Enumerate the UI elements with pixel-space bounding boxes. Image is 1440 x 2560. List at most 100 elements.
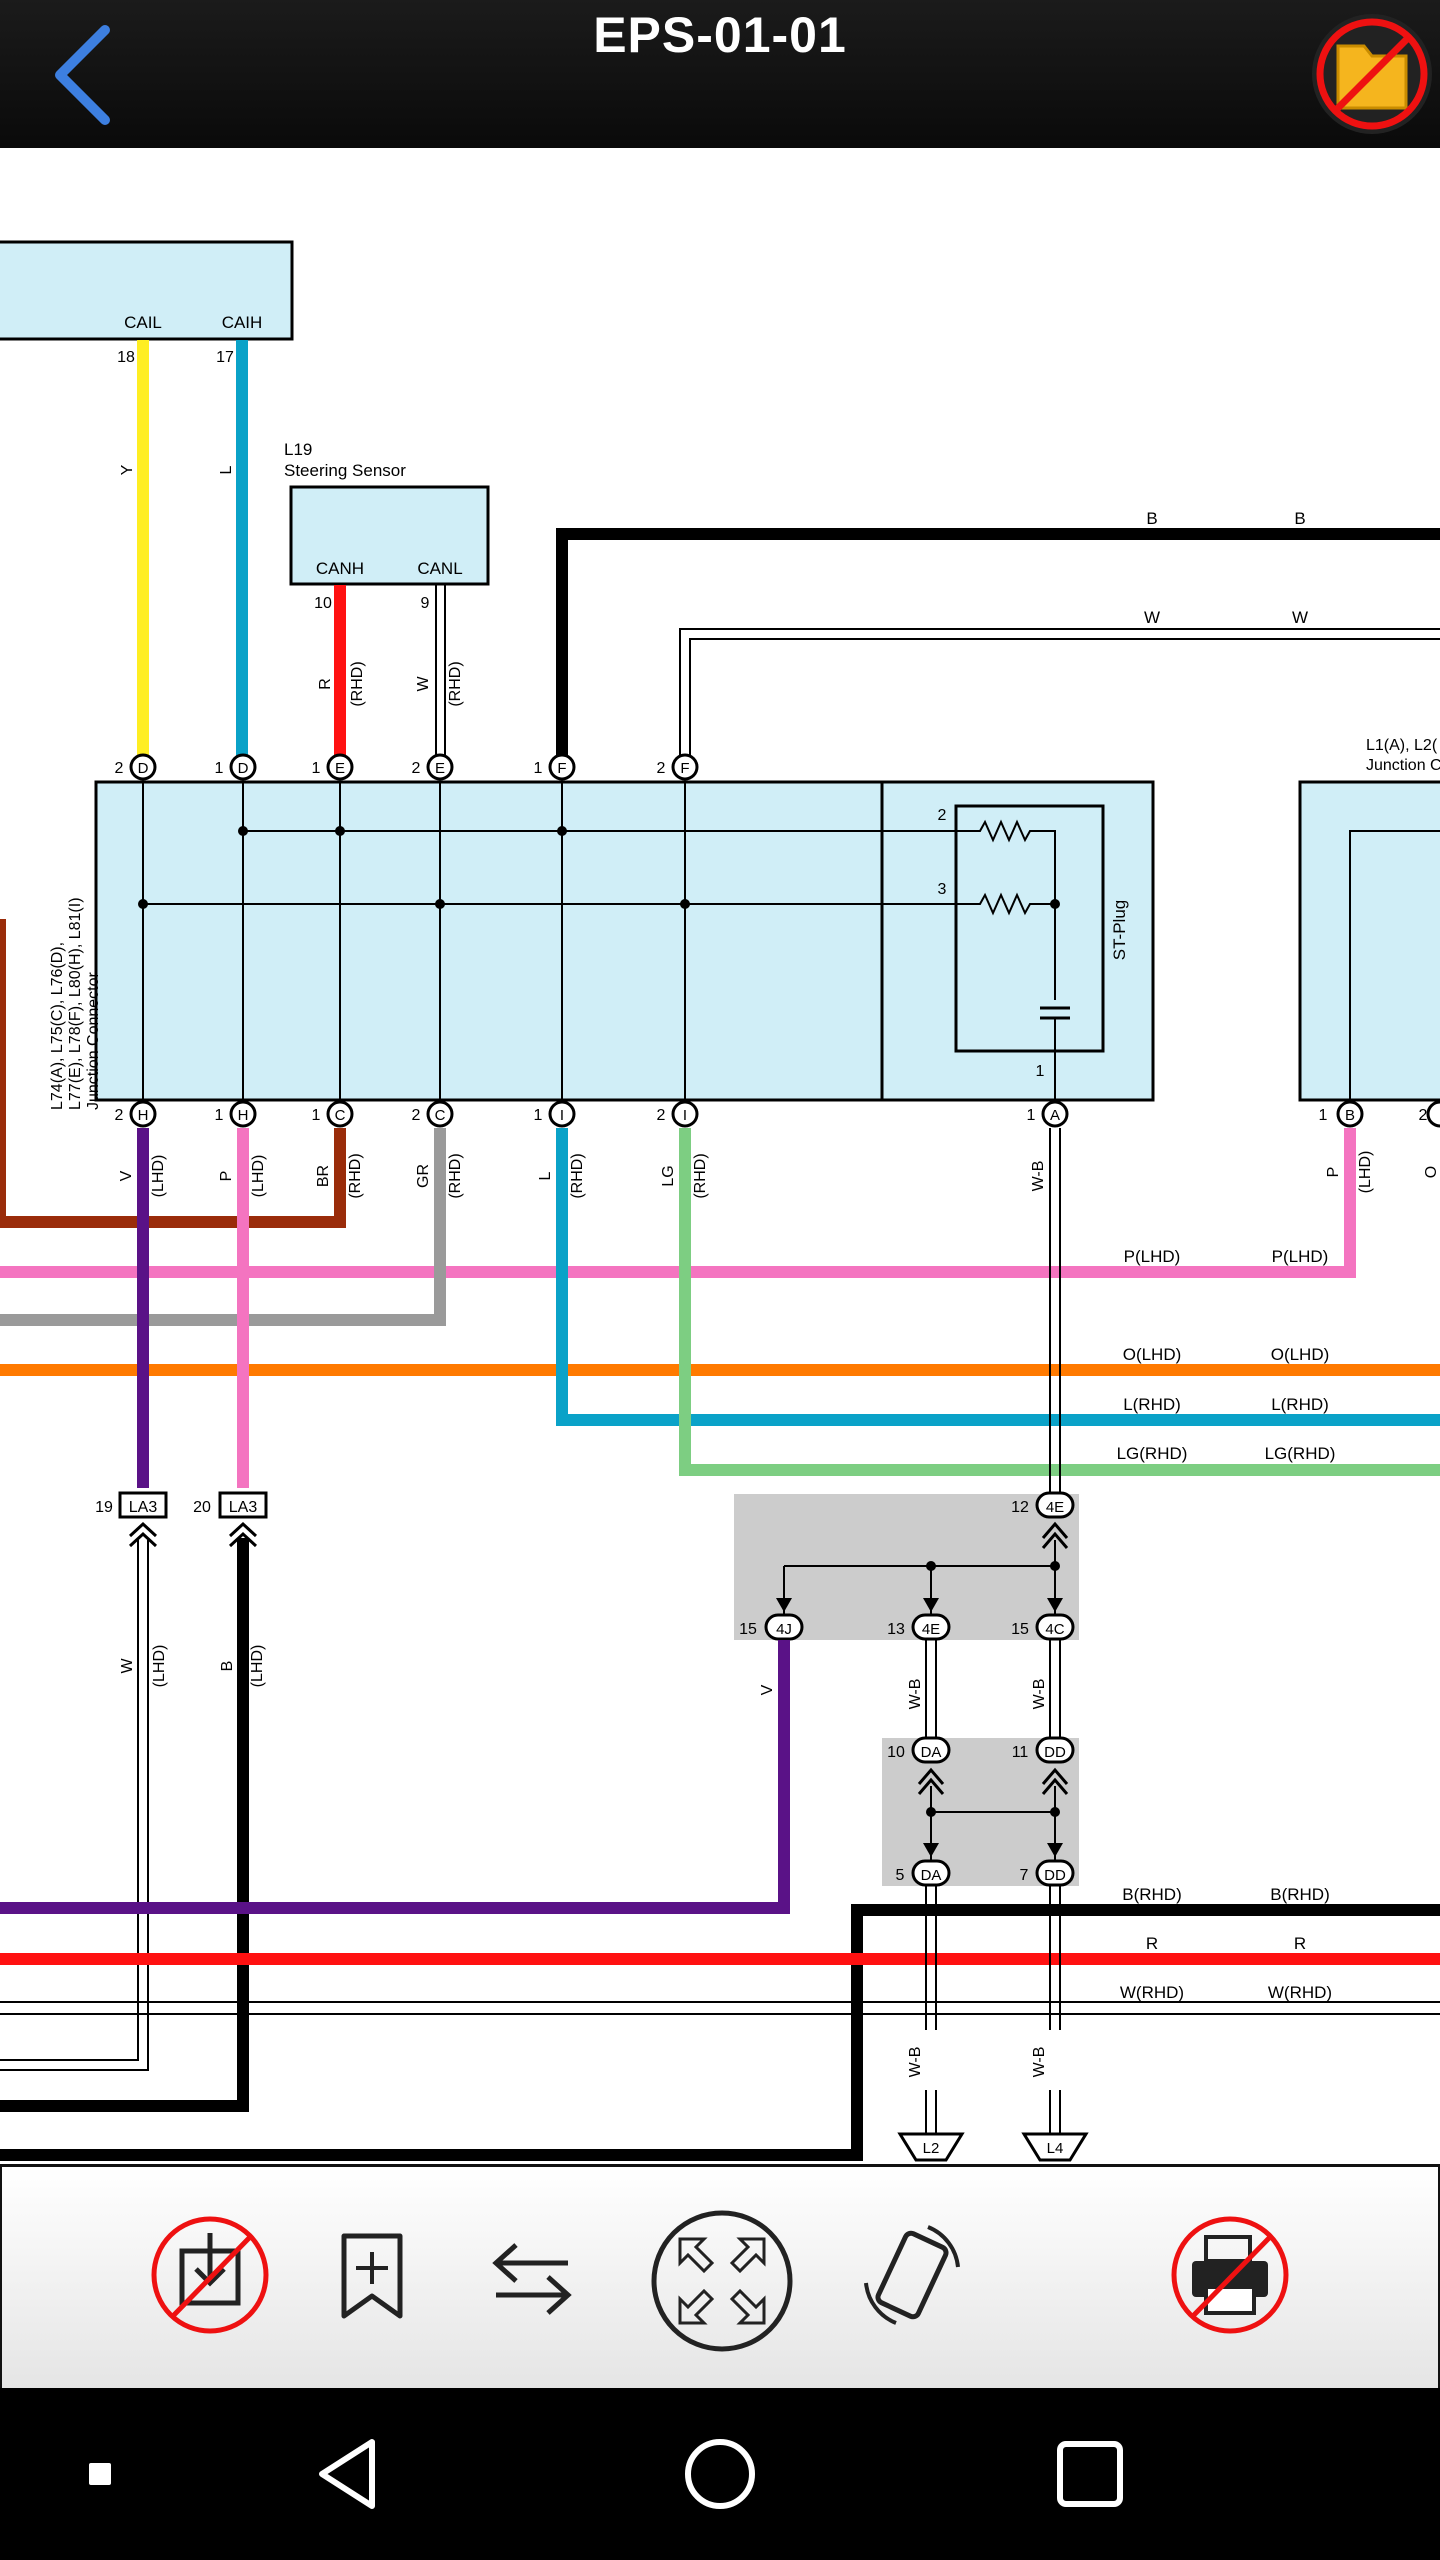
wire-code: B — [219, 1661, 236, 1672]
wire-label: W(RHD) — [1120, 1983, 1184, 2002]
pin-letter: I — [560, 1107, 564, 1124]
wire-variant: (RHD) — [447, 661, 464, 706]
back-button[interactable] — [40, 20, 120, 130]
nav-menu-button[interactable] — [70, 2438, 130, 2510]
connector-pin — [671, 1100, 699, 1128]
wire-variant: (LHD) — [151, 1645, 168, 1688]
chevron-left-icon — [55, 25, 110, 125]
steering-sensor-box — [289, 485, 490, 586]
wire-brown — [0, 919, 346, 1228]
wire-black-lhd — [0, 1538, 249, 2112]
connector-pin — [548, 753, 576, 781]
print-disabled-icon — [1171, 2216, 1289, 2334]
rotate-button[interactable] — [852, 2213, 972, 2337]
svg-text:13: 13 — [887, 1621, 905, 1638]
wire-variant: (LHD) — [1357, 1151, 1374, 1194]
nav-back-button[interactable] — [300, 2424, 400, 2524]
sensor-pin-number: 10 — [314, 595, 332, 612]
connector-pin — [326, 753, 354, 781]
pin-letter: D — [138, 760, 149, 777]
svg-text:11: 11 — [1012, 1744, 1029, 1761]
connector-pin — [326, 1100, 354, 1128]
square-recents-icon — [1057, 2441, 1123, 2507]
sensor-pin-label: CANL — [417, 559, 462, 578]
pin-number: 2 — [412, 760, 421, 777]
svg-text:DA: DA — [921, 1744, 942, 1761]
swap-button[interactable] — [476, 2217, 588, 2337]
wire-blue-rhd — [556, 1128, 1440, 1426]
wire-label: B — [1294, 509, 1305, 528]
nav-home-button[interactable] — [670, 2424, 770, 2524]
svg-text:19: 19 — [95, 1499, 113, 1516]
ecu-connector-box — [0, 240, 294, 341]
wire-label: O(LHD) — [1271, 1345, 1330, 1364]
wire-code: L — [537, 1171, 554, 1180]
expand-arrows-icon — [651, 2210, 793, 2352]
pin-letter: F — [557, 760, 566, 777]
junction-label: L74(A), L75(C), L76(D), — [49, 942, 66, 1110]
ground-symbol: L4 — [1021, 2132, 1089, 2162]
folder-disabled-icon — [1312, 14, 1432, 134]
pin-letter: A — [1050, 1107, 1060, 1124]
st-pin: 3 — [938, 881, 947, 898]
download-button[interactable] — [148, 2213, 272, 2337]
small-square-icon — [89, 2463, 111, 2485]
st-plug-box — [954, 804, 1105, 1053]
wire-code: GR — [415, 1164, 432, 1188]
wire-code: O — [1423, 1166, 1440, 1178]
svg-text:LA3: LA3 — [129, 1499, 158, 1516]
connector-pin — [548, 1100, 576, 1128]
wire-label: P(LHD) — [1124, 1247, 1181, 1266]
junction-label: Junction Connector — [85, 971, 102, 1110]
svg-text:20: 20 — [193, 1499, 211, 1516]
svg-text:L4: L4 — [1047, 2140, 1064, 2157]
pin-number: 1 — [215, 760, 224, 777]
system-nav-bar — [0, 2388, 1440, 2560]
wire-variant: (RHD) — [349, 661, 366, 706]
svg-text:B: B — [1345, 1107, 1355, 1124]
wire-label: LG(RHD) — [1117, 1444, 1188, 1463]
add-bookmark-button[interactable] — [322, 2217, 422, 2337]
junction-right-label: L1(A), L2( — [1366, 737, 1438, 754]
wire-code: LG — [660, 1165, 677, 1186]
pin-number: 1 — [312, 1107, 321, 1124]
wire-label: LG(RHD) — [1265, 1444, 1336, 1463]
wiring-diagram[interactable]: CAIL CAIH 18 17 Y L L19 Steering Sensor … — [0, 148, 1440, 2164]
wire-code: W-B — [1030, 1161, 1047, 1192]
fullscreen-button[interactable] — [648, 2207, 796, 2355]
svg-text:4E: 4E — [1046, 1499, 1064, 1516]
svg-text:5: 5 — [896, 1867, 905, 1884]
wire-label: B(RHD) — [1270, 1885, 1330, 1904]
pin-number: 1 — [1027, 1107, 1036, 1124]
print-button[interactable] — [1168, 2213, 1292, 2337]
pin-letter: E — [335, 760, 345, 777]
folder-button[interactable] — [1308, 10, 1436, 138]
sensor-pin-label: CANH — [316, 559, 364, 578]
nav-recents-button[interactable] — [1040, 2424, 1140, 2524]
wire-label: P(LHD) — [1272, 1247, 1329, 1266]
svg-text:2: 2 — [1419, 1107, 1428, 1124]
wire-purple-v — [0, 1640, 790, 1914]
wire-label: B(RHD) — [1122, 1885, 1182, 1904]
wire-label: L(RHD) — [1123, 1395, 1181, 1414]
la3-connector: 20 LA3 — [193, 1491, 268, 1548]
wire-black-top — [556, 528, 1440, 760]
svg-text:DD: DD — [1044, 1867, 1066, 1884]
connector-pin — [129, 753, 157, 781]
la3-connector: 19 LA3 — [95, 1491, 168, 1548]
svg-text:LA3: LA3 — [229, 1499, 258, 1516]
svg-text:15: 15 — [1011, 1621, 1029, 1638]
sensor-pin-number: 9 — [421, 595, 430, 612]
sensor-ref: L19 — [284, 440, 312, 459]
wire-code: P — [218, 1171, 235, 1182]
junction-label: L77(E), L78(F), L80(H), L81(I) — [67, 897, 84, 1110]
swap-arrows-icon — [492, 2243, 572, 2315]
wire-code: Y — [119, 464, 136, 475]
st-pin: 1 — [1036, 1063, 1045, 1080]
junction-connector-box — [94, 780, 1155, 1102]
pin-number: 2 — [657, 1107, 666, 1124]
circle-home-icon — [685, 2439, 755, 2509]
connector-pin — [129, 1100, 157, 1128]
wire-variant: (LHD) — [150, 1155, 167, 1198]
wire-green — [679, 1128, 1440, 1476]
